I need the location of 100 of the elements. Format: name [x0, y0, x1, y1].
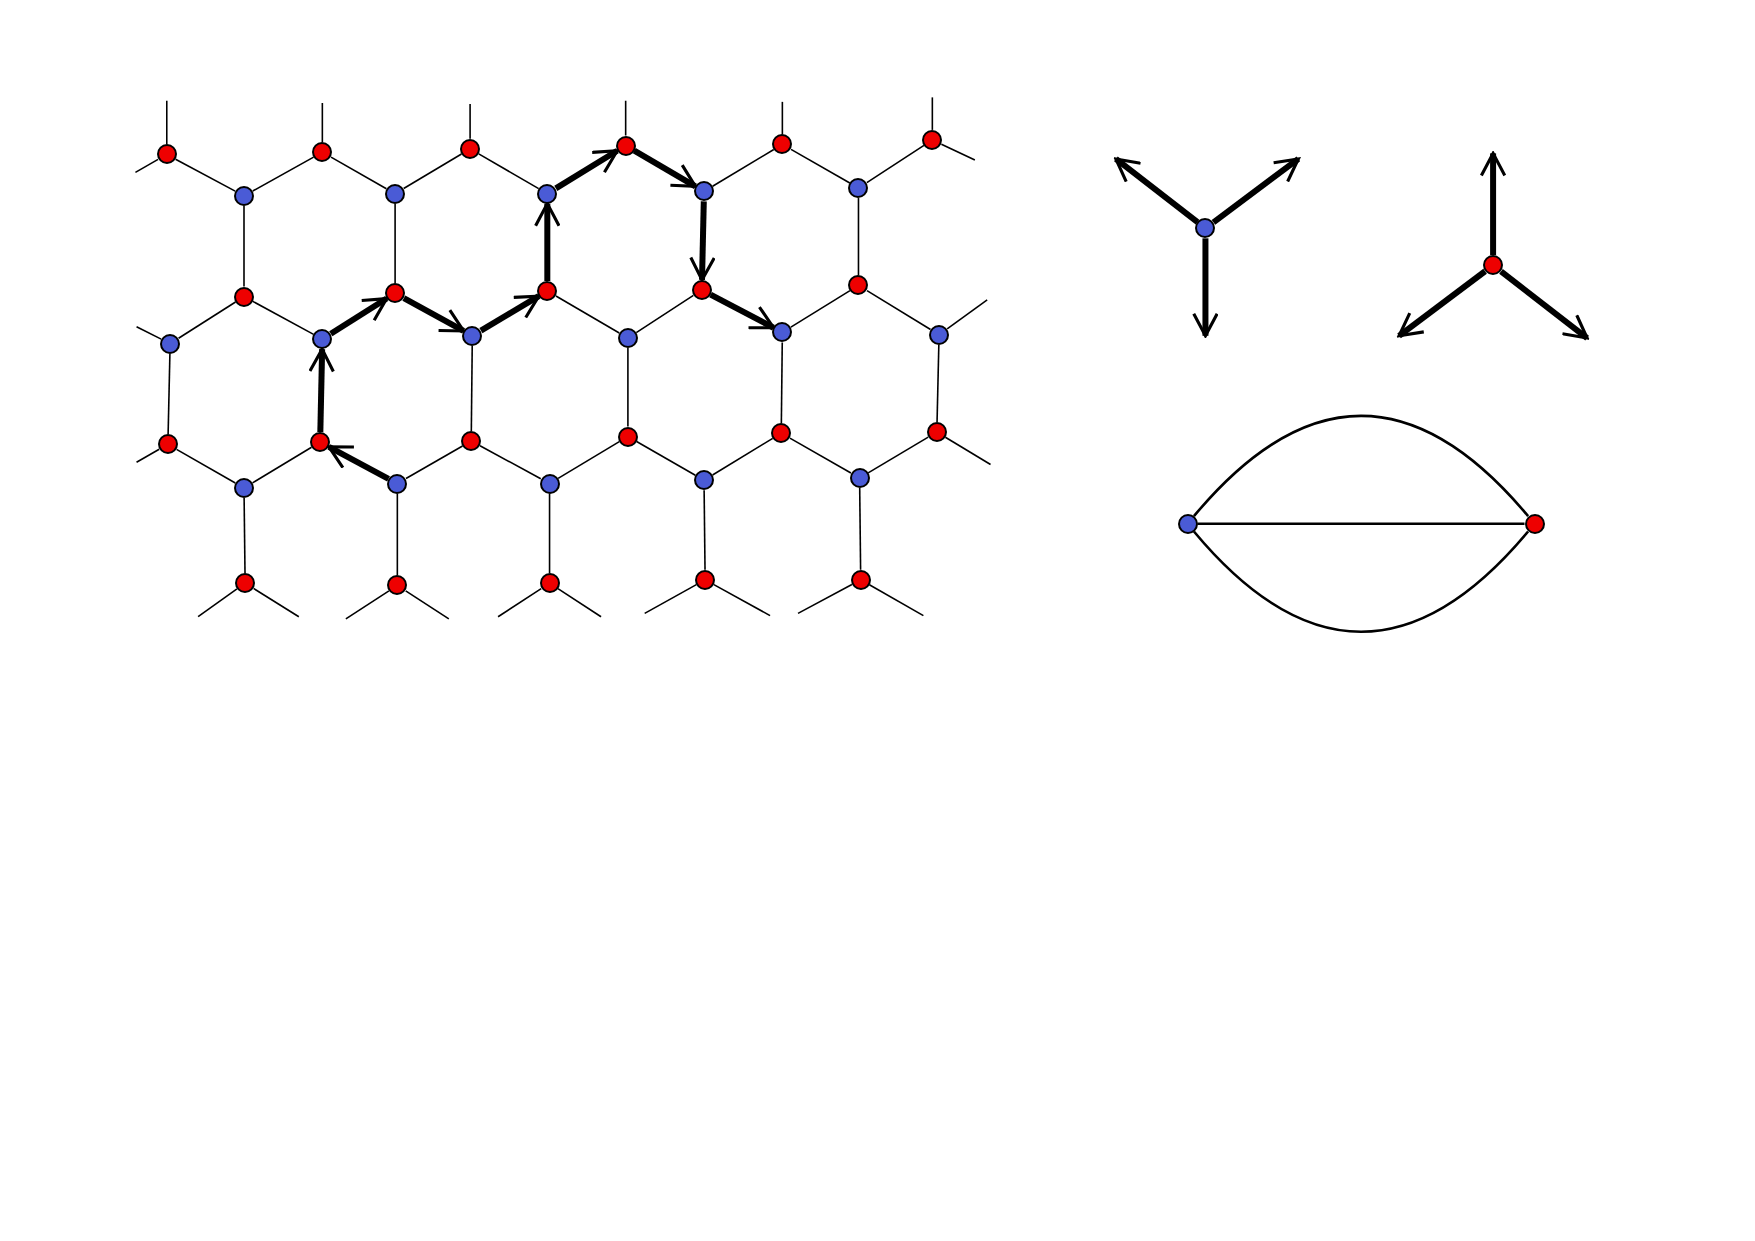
edge-line [868, 583, 925, 617]
edge-line [931, 96, 934, 131]
arrow [534, 202, 561, 281]
arrow [402, 295, 466, 334]
edge-line [177, 301, 237, 340]
graph-vertex [539, 473, 560, 494]
edge-line [243, 205, 245, 288]
edge-line [405, 445, 464, 480]
graph-vertex [462, 325, 483, 346]
edge-line [790, 148, 851, 184]
edge-line [789, 437, 852, 474]
graph-vertex [235, 573, 256, 594]
graph-vertex [617, 328, 638, 348]
arrow [554, 148, 619, 191]
edge-line [135, 326, 162, 340]
graph-vertex [850, 569, 871, 590]
graph-vertex [385, 283, 406, 304]
edge-line [497, 587, 542, 618]
edge-line [252, 587, 300, 618]
edge-line [555, 295, 621, 334]
edge-line [946, 299, 988, 330]
edge-line [396, 492, 399, 577]
edge-line [1197, 522, 1525, 526]
graph-vertex [929, 324, 950, 345]
edge-line [866, 144, 925, 184]
arrow [1114, 156, 1200, 225]
graph-vertex [771, 423, 792, 444]
graph-vertex [926, 422, 947, 443]
graph-vertex [460, 138, 481, 159]
edge-line [627, 347, 629, 428]
edge-line [167, 352, 171, 436]
graph-vertex [537, 281, 558, 301]
graph-vertex [156, 144, 177, 165]
edge-line [165, 99, 168, 146]
edge-line [477, 153, 540, 190]
graph-vertex [848, 275, 869, 296]
edge-line [1192, 414, 1530, 517]
graph-vertex [695, 569, 716, 590]
graph-vertex [848, 178, 869, 199]
graph-vertex [157, 434, 178, 455]
arrow [1192, 238, 1219, 338]
graph-vertex [772, 322, 793, 343]
graph-vertex [234, 286, 254, 307]
edge-line [866, 289, 932, 331]
graph-vertex [922, 129, 943, 150]
edge-line [944, 436, 992, 466]
arrow [479, 293, 541, 334]
edge-line [135, 448, 160, 464]
edge-line [479, 444, 542, 480]
graph-vertex [1483, 255, 1504, 276]
edge-line [330, 156, 388, 190]
edge-line [940, 143, 976, 161]
edge-line [174, 158, 236, 192]
edge-line [713, 583, 771, 617]
edge-line [548, 492, 551, 574]
edge-line [643, 583, 698, 615]
arrow [709, 291, 776, 331]
graph-vertex [387, 473, 408, 494]
edge-line [404, 590, 450, 620]
arrow [632, 147, 697, 189]
graph-vertex [160, 333, 181, 354]
graph-vertex [772, 134, 793, 155]
edge-line [790, 289, 851, 328]
edge-line [321, 102, 324, 143]
arrow [308, 347, 335, 433]
edge-line [345, 590, 390, 620]
edge-line [243, 497, 246, 574]
edge-line [711, 148, 775, 188]
graph-vertex [312, 329, 333, 350]
graph-vertex [617, 426, 638, 447]
edge-line [781, 101, 784, 136]
edge-line [197, 588, 238, 618]
graph-vertex [387, 575, 408, 596]
graph-vertex [694, 181, 714, 202]
edge-line [251, 156, 315, 192]
edge-line [557, 440, 621, 480]
edge-line [703, 489, 706, 571]
edge-line [251, 446, 313, 484]
edge-line [711, 437, 774, 476]
edge-line [1192, 530, 1530, 633]
edge-line [780, 341, 784, 424]
edge-line [867, 436, 929, 474]
graph-vertex [461, 431, 482, 451]
edge-line [936, 343, 940, 423]
edge-line [635, 440, 697, 476]
graph-vertex [849, 467, 870, 488]
edge-line [797, 583, 853, 615]
graph-vertex [694, 470, 714, 491]
edge-line [470, 344, 474, 432]
arrow [689, 201, 716, 282]
edge-line [469, 103, 471, 140]
graph-vertex [310, 432, 331, 453]
graph-vertex [537, 183, 558, 204]
arrow [327, 444, 390, 482]
graph-vertex [234, 478, 254, 498]
graph-vertex [1177, 513, 1198, 534]
edge-line [857, 197, 860, 277]
arrow [329, 296, 389, 337]
arrow [1397, 268, 1487, 339]
edge-line [557, 587, 602, 618]
